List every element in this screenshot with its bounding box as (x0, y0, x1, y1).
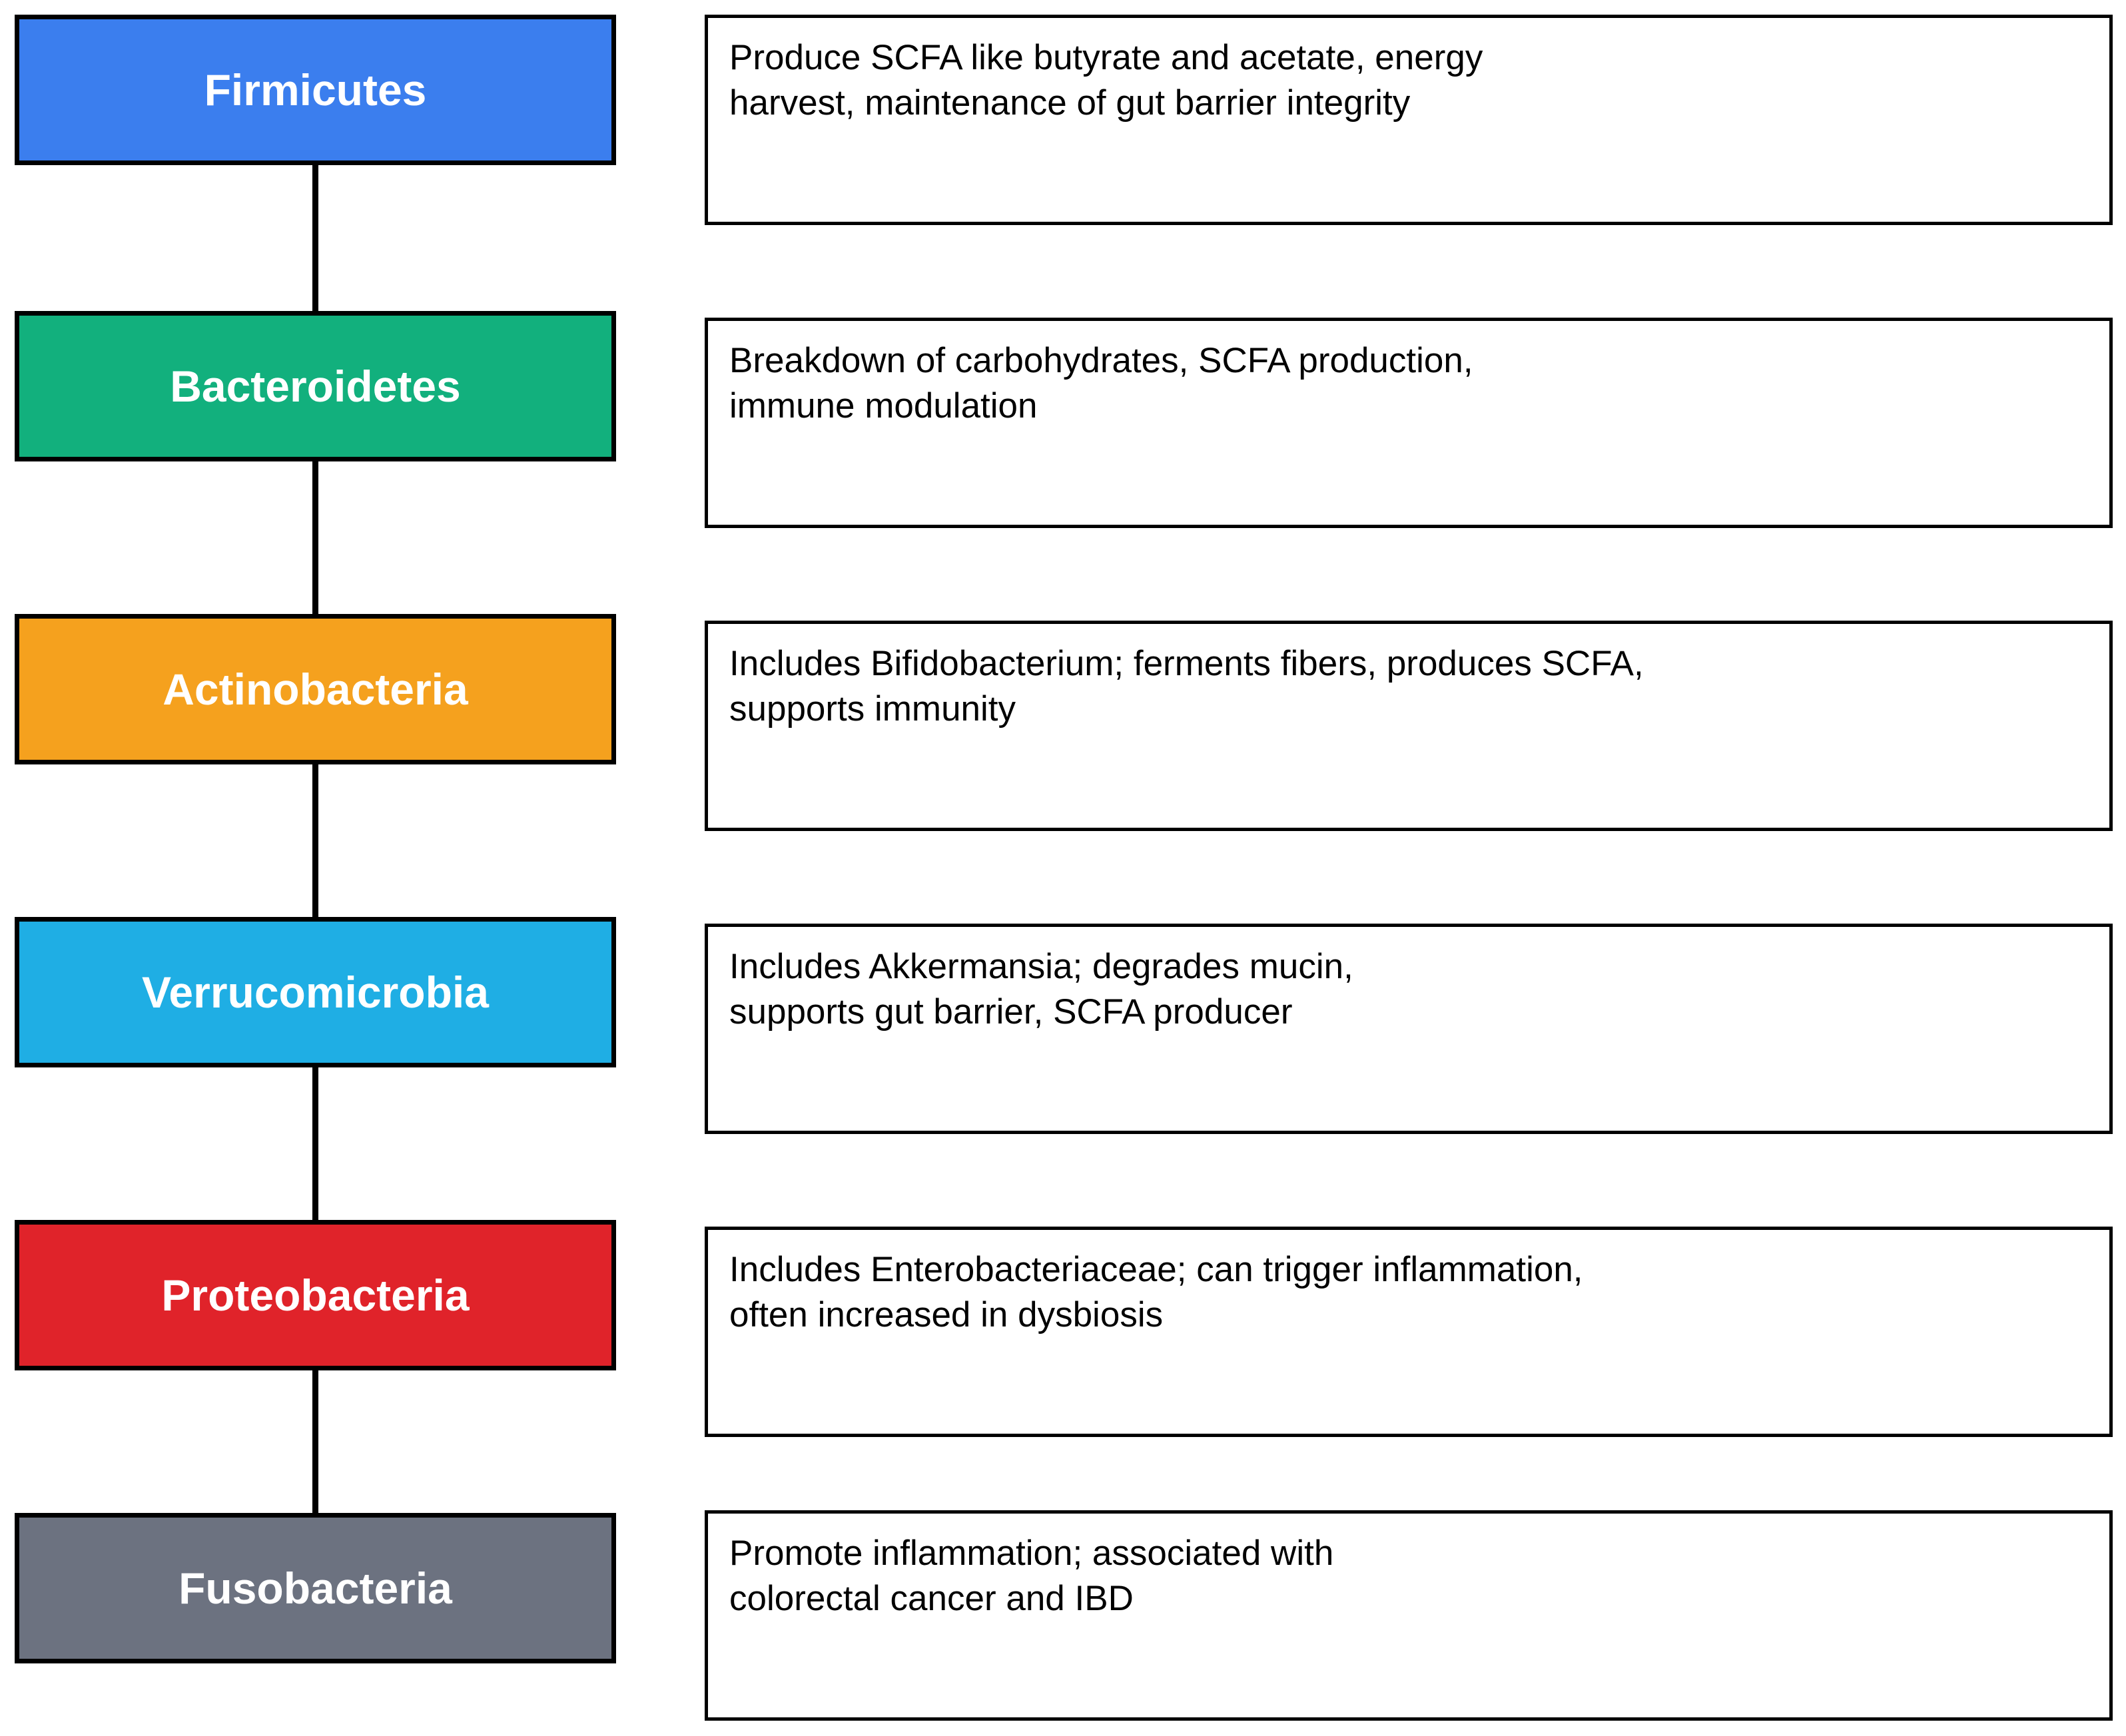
description-node-fusobacteria: Promote inflammation; associated with co… (705, 1510, 2113, 1721)
description-node-firmicutes: Produce SCFA like butyrate and acetate, … (705, 15, 2113, 225)
phylum-label-bacteroidetes: Bacteroidetes (170, 362, 461, 411)
connector-line-1 (312, 160, 318, 314)
description-line: Includes Bifidobacterium; ferments fiber… (729, 644, 1644, 683)
phylum-label-fusobacteria: Fusobacteria (178, 1564, 452, 1613)
connector-line-2 (312, 459, 318, 617)
description-line: Includes Akkermansia; degrades mucin, (729, 947, 1353, 986)
description-line: immune modulation (729, 386, 1038, 426)
description-line: harvest, maintenance of gut barrier inte… (729, 83, 1411, 123)
description-line: colorectal cancer and IBD (729, 1578, 1134, 1618)
connector-line-5 (312, 1368, 318, 1517)
phylum-label-verrucomicrobia: Verrucomicrobia (142, 968, 489, 1017)
phylum-label-proteobacteria: Proteobacteria (161, 1271, 470, 1320)
description-node-bacteroidetes: Breakdown of carbohydrates, SCFA product… (705, 318, 2113, 528)
phylum-node-actinobacteria[interactable]: Actinobacteria (15, 614, 616, 764)
phylum-node-firmicutes[interactable]: Firmicutes (15, 15, 616, 165)
connector-line-4 (312, 1065, 318, 1223)
description-line: supports gut barrier, SCFA producer (729, 992, 1293, 1031)
connector-line-3 (312, 762, 318, 920)
phylum-node-fusobacteria[interactable]: Fusobacteria (15, 1513, 616, 1663)
phylum-label-actinobacteria: Actinobacteria (163, 665, 468, 714)
description-line: Includes Enterobacteriaceae; can trigger… (729, 1250, 1583, 1289)
description-node-verrucomicrobia: Includes Akkermansia; degrades mucin, su… (705, 924, 2113, 1134)
phylum-label-firmicutes: Firmicutes (204, 65, 427, 115)
description-line: supports immunity (729, 689, 1016, 728)
description-node-proteobacteria: Includes Enterobacteriaceae; can trigger… (705, 1227, 2113, 1437)
description-line: often increased in dysbiosis (729, 1295, 1164, 1334)
description-node-actinobacteria: Includes Bifidobacterium; ferments fiber… (705, 621, 2113, 831)
description-line: Produce SCFA like butyrate and acetate, … (729, 38, 1483, 77)
description-line: Breakdown of carbohydrates, SCFA product… (729, 341, 1473, 380)
phylum-node-verrucomicrobia[interactable]: Verrucomicrobia (15, 917, 616, 1067)
phylum-node-proteobacteria[interactable]: Proteobacteria (15, 1220, 616, 1370)
description-line: Promote inflammation; associated with (729, 1534, 1334, 1573)
phylum-node-bacteroidetes[interactable]: Bacteroidetes (15, 311, 616, 461)
